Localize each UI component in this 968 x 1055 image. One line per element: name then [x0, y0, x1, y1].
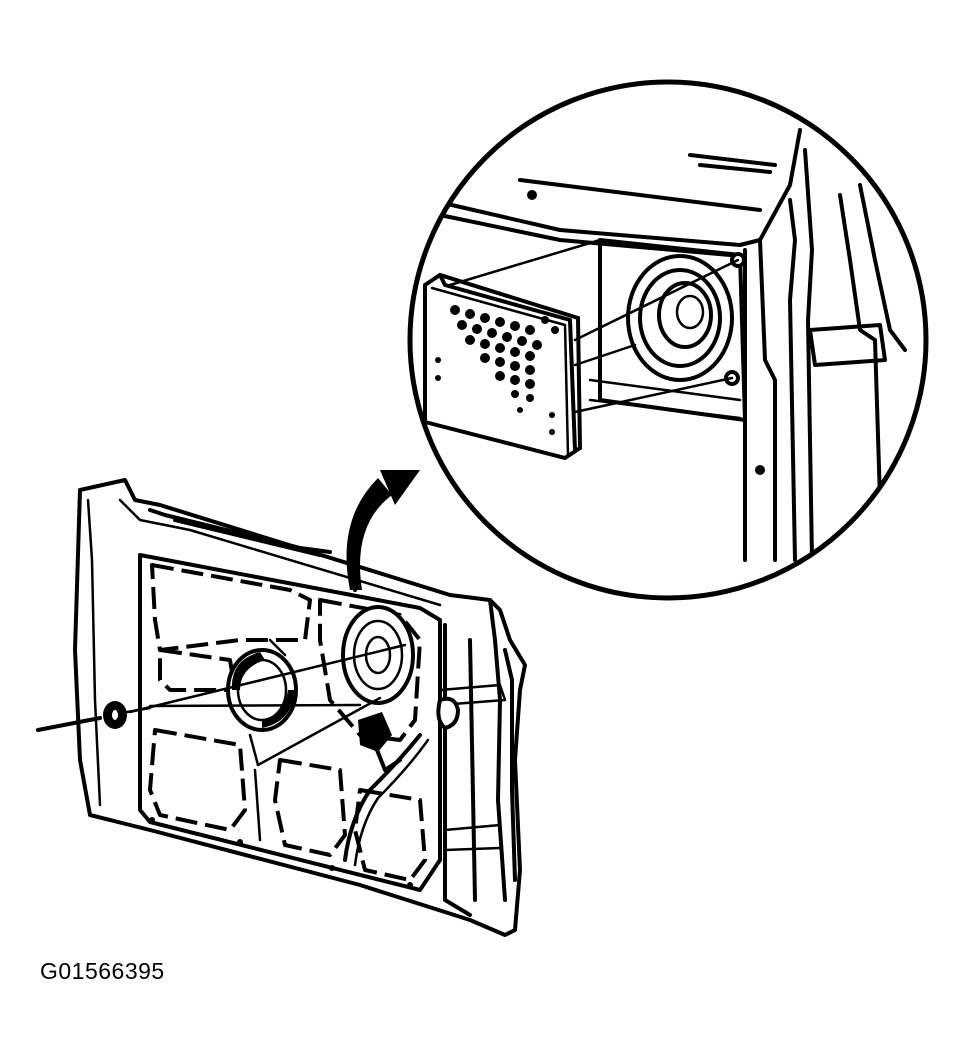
- detail-view-circle: [407, 79, 929, 601]
- screw-fastener: [36, 701, 152, 732]
- speaker-grille-small: [226, 648, 298, 732]
- door-inner-panel: [73, 478, 527, 937]
- door-access-openings: [148, 563, 427, 882]
- detail-arrow: [346, 470, 420, 592]
- wiring-harness: [343, 733, 430, 867]
- door-speaker: [341, 605, 415, 772]
- alignment-lines: [128, 643, 407, 767]
- grille-holes: [435, 305, 559, 435]
- door-hinge-edge: [436, 598, 517, 917]
- panel-fastener-dots: [149, 817, 413, 888]
- figure-id-caption: G01566395: [40, 958, 165, 984]
